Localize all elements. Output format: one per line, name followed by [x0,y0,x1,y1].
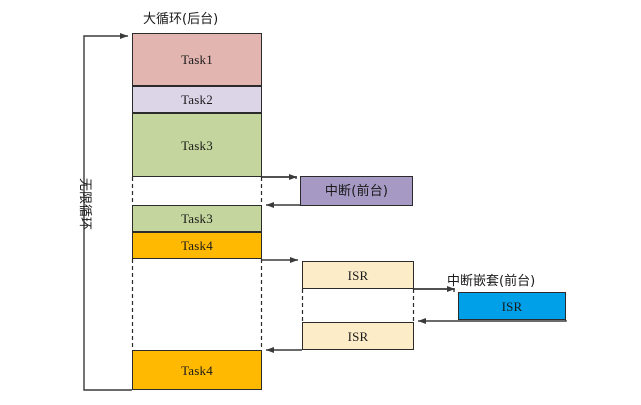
infinite-loop-label: 无限循环 [77,178,92,231]
arrow-task-to-interrupt [262,174,297,180]
title-main-loop: 大循环(后台) [143,12,219,27]
isr-dashed-guides [301,289,415,322]
isr-block-second[interactable]: ISR [302,322,414,350]
task-block-task2[interactable]: Task2 [132,86,262,113]
arrow-nested-to-isr [418,318,567,324]
task-block-task3[interactable]: Task3 [132,113,262,177]
isr-block-nested[interactable]: ISR [458,292,566,320]
task-block-task4[interactable]: Task4 [132,232,262,259]
timeline-dashed-guides [131,177,263,350]
task-block-task1[interactable]: Task1 [132,33,262,86]
interrupt-block[interactable]: 中断(前台) [300,176,413,206]
arrow-isr-to-nested [414,286,455,292]
isr-block-first[interactable]: ISR [302,261,414,289]
task-block-task4-resumed[interactable]: Task4 [132,350,262,390]
title-nested-interrupt: 中断嵌套(前台) [447,274,536,289]
task-block-task3-resumed[interactable]: Task3 [132,205,262,232]
